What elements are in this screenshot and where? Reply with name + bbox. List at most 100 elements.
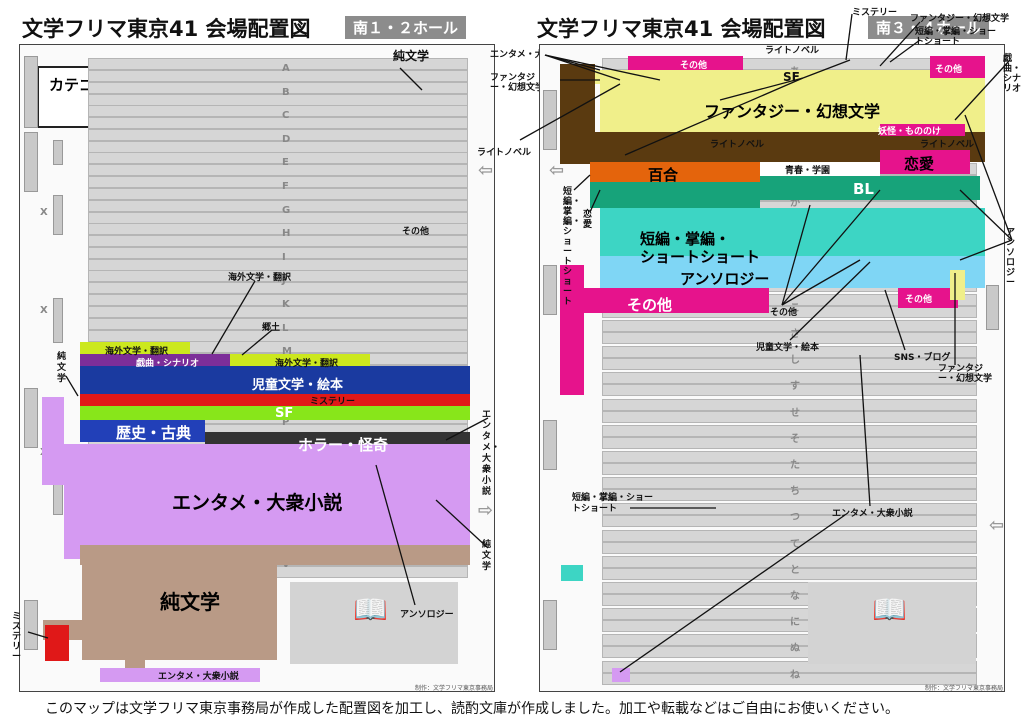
label-mystery: ミステリー [310,397,356,407]
right-booth-row [602,436,977,449]
right-flow-arrow-1: ⇦ [549,160,565,181]
right-booth-row [602,398,977,411]
note-entame-top: エンタメ・大衆小説 [490,50,571,60]
left-row-letter: P [282,417,290,428]
label-anthology-main-r: アンソロジー [680,270,770,288]
right-booth-row [602,410,977,423]
label-gikyoku: 戯曲・シナリオ [136,359,200,369]
label-sonota-top1-r: その他 [680,61,708,71]
band-tanpen-bottom [561,565,583,581]
right-booth-row [602,489,977,502]
x-area-label-1: X [40,207,48,218]
label-anthology-side-r: アンソロジー [1006,228,1016,288]
book-icon-right: 📖 [872,593,907,626]
label-youkai-r: 妖怪・もののけ [878,127,942,137]
left-wall-exit-1 [24,56,38,128]
band-renai [880,150,970,174]
label-yuri-r: 百合 [648,166,679,184]
left-booth-row [88,317,468,330]
right-row-letter: こ [790,302,800,314]
left-flow-arrow-1: ⇦ [478,160,494,181]
label-horror: ホラー・怪奇 [298,436,389,454]
left-booth-row [88,81,468,94]
right-booth-row [602,346,977,359]
left-hall-badge: 南１・２ホール [345,16,467,39]
label-sonota-mid-r: その他 [770,308,798,318]
left-booth-row [88,152,468,165]
label-lightnovel-top-r: ライトノベル [765,46,820,56]
band-sonota-main [584,288,769,313]
label-kaigai-2: 海外文学・翻訳 [105,347,169,357]
band-sonota-top2 [930,56,985,78]
band-junbungaku-row [80,545,470,565]
left-row-letter: H [282,228,291,240]
note-fantasy-left: ファンタジー・幻想文学 [490,73,545,93]
right-booth-row [602,320,977,332]
footer-note: このマップは文学フリマ東京事務局が作成した配置図を加工し、読酌文庫が作成しました… [45,701,899,717]
label-fantasy-side-r: ファンタジー・幻想文学 [938,364,993,384]
label-anthology: アンソロジー [400,610,454,620]
right-booth-row [602,384,977,397]
left-booth-row [88,70,468,82]
label-gikyoku-r: 戯曲・シナリオ [1003,54,1022,94]
side-booths-2 [53,195,63,235]
right-booth-row [602,555,977,568]
left-booth-row [88,258,468,271]
right-hall-badge: 南３・４ホール [868,16,990,39]
left-booth-row [88,176,468,188]
right-row-letter: に [790,617,800,629]
label-renai-main-r: 恋愛 [904,155,935,173]
left-booth-row [88,306,468,318]
left-row-letter: M [282,346,292,358]
right-row-letter: す [790,381,800,393]
label-junbungaku-top: 純文学 [393,49,430,63]
right-booth-row [602,424,977,437]
left-wall-exit-3 [24,388,38,448]
right-row-letter: ぬ [790,643,800,655]
right-wall-info [986,285,999,330]
book-icon-left: 📖 [353,593,388,626]
label-junbungaku-side: 純文学 [57,352,67,384]
band-gikyoku [80,354,230,366]
right-booth-row [602,463,977,475]
band-tanpen [600,208,985,256]
right-booth-row [602,332,977,344]
band-yuri [590,162,760,182]
left-row-letter: E [282,157,289,169]
band-sonota-right [898,288,958,308]
left-booth-row [88,294,468,306]
label-mystery-bottom: ミステリー [12,612,22,662]
band-bl [760,176,980,200]
label-rekishi: 歴史・古典 [116,424,192,442]
left-row-letter: B [282,86,290,98]
right-page-title: 文学フリマ東京41 会場配置図 [537,17,826,41]
band-mystery [80,394,470,406]
label-entame-main: エンタメ・大衆小説 [172,492,343,514]
right-booth-row [602,672,977,685]
right-flow-arrow-2: ⇦ [989,515,1005,536]
right-row-letter: か [790,198,800,209]
label-jido-r: 児童文学・絵本 [756,343,820,353]
band-kaigai-1 [80,342,190,354]
left-row-letter: C [282,110,290,122]
right-booth-row [602,503,977,516]
left-booth-row [88,329,468,342]
right-row-letter: そ [790,433,800,445]
left-row-letter: K [282,299,290,310]
band-jido [80,366,470,394]
left-credit: 制作：文学フリマ東京事務局 [415,685,494,692]
label-sonota-top2-r: その他 [935,65,963,75]
left-booth-row [88,235,468,248]
label-tanpen-bottom-r: 短編・掌編・ショートショート [572,493,654,514]
left-booth-row [88,93,468,106]
label-sf: SF [275,406,294,421]
band-fantasy-row1 [595,70,985,84]
label-junbungaku-right: 純文学 [482,540,492,572]
label-kaigai-1: 海外文学・翻訳 [228,273,292,283]
label-sonota-right-r: その他 [905,295,933,305]
left-booth-row [88,223,468,236]
right-stage-area [808,582,976,664]
band-bl-left [590,182,760,208]
right-row-letter: せ [790,407,800,419]
left-page-title: 文学フリマ東京41 会場配置図 [22,17,311,41]
